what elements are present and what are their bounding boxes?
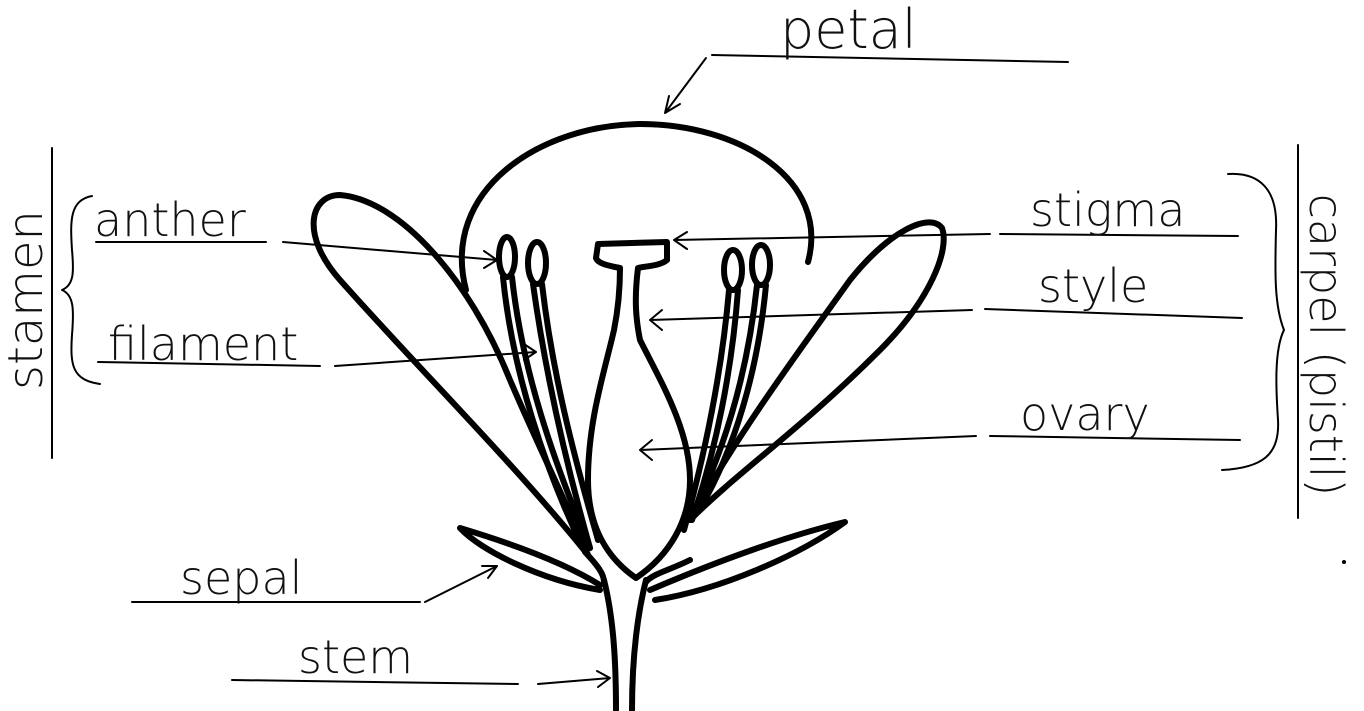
sepal-label: sepal [180,551,302,605]
petal-label: petal [780,0,917,61]
stem-shape [604,580,646,711]
stem-label: stem [298,630,413,684]
style-label: style [1038,259,1148,313]
carpel-shape [588,242,690,578]
filament-label: filament [108,317,298,371]
ovary-label: ovary [1020,387,1150,441]
flower-drawing [314,124,944,711]
anther-right-outer [752,245,770,285]
ink-speck [1342,560,1346,564]
anther-label: anther [94,193,246,247]
stamen-group-label: stamen [0,210,54,390]
stem-arrow [538,671,610,687]
carpel-group-label: carpel (pistil) [1299,194,1353,497]
sepal-arrow [425,566,497,602]
style-arrow [650,310,972,330]
anther-left-inner [528,242,546,284]
anther-left-outer [499,237,515,277]
carpel-brace [1222,174,1284,470]
petal-arrow [665,58,706,113]
stigma-label: stigma [1030,183,1185,237]
anther-right-inner [724,250,742,290]
